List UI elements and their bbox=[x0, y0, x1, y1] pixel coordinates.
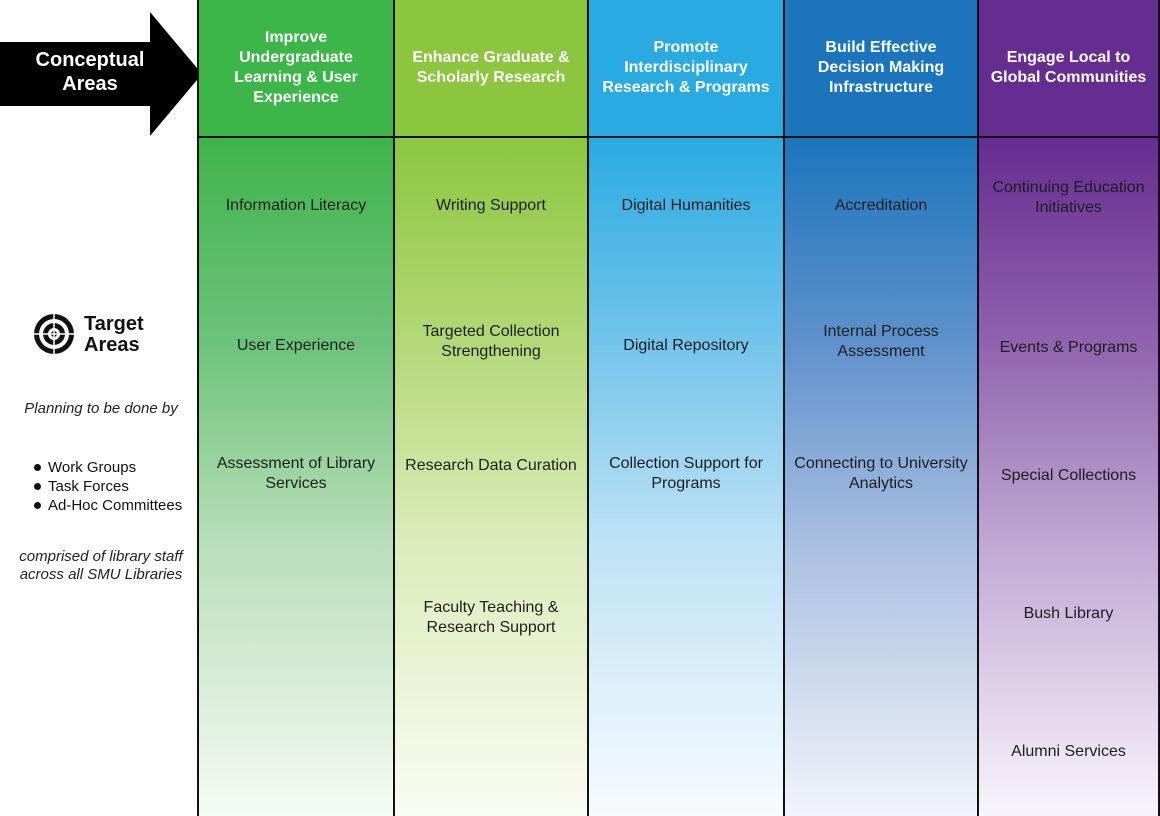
target-area-item: Accreditation bbox=[834, 197, 928, 214]
target-area-item: Information Literacy bbox=[225, 197, 367, 214]
target-area-item: Bush Library bbox=[1023, 605, 1114, 622]
column-decision-making: Build Effective Decision Making Infrastr… bbox=[783, 0, 977, 816]
column-communities: Engage Local to Global Communities Conti… bbox=[977, 0, 1160, 816]
target-area-item: Continuing Education Initiatives bbox=[992, 179, 1145, 216]
column-body: Continuing Education Initiatives Events … bbox=[979, 138, 1158, 816]
target-areas-label: Target Areas bbox=[84, 313, 144, 356]
column-body: Accreditation Internal Process Assessmen… bbox=[785, 138, 977, 816]
target-area-item: Assessment of Library Services bbox=[216, 455, 376, 492]
column-header: Enhance Graduate & Scholarly Research bbox=[395, 0, 587, 138]
target-area-item: Digital Repository bbox=[623, 337, 749, 354]
target-area-item: Digital Humanities bbox=[621, 197, 751, 214]
column-undergraduate-learning: Improve Undergraduate Learning & User Ex… bbox=[197, 0, 393, 816]
target-area-item: Internal Process Assessment bbox=[823, 323, 939, 360]
column-header: Engage Local to Global Communities bbox=[979, 0, 1158, 138]
column-body: Information Literacy User Experience Ass… bbox=[199, 138, 393, 816]
column-body: Digital Humanities Digital Repository Co… bbox=[589, 138, 783, 816]
list-item: Ad-Hoc Committees bbox=[34, 496, 194, 515]
target-area-item: Events & Programs bbox=[999, 339, 1138, 356]
column-header: Improve Undergraduate Learning & User Ex… bbox=[199, 0, 393, 138]
planning-text: Planning to be done by bbox=[24, 400, 178, 417]
conceptual-areas-label: Conceptual Areas bbox=[35, 49, 145, 95]
list-item: Work Groups bbox=[34, 458, 194, 477]
planning-groups-list: Work Groups Task Forces Ad-Hoc Committee… bbox=[34, 458, 194, 515]
list-item: Task Forces bbox=[34, 477, 194, 496]
target-area-item: Collection Support for Programs bbox=[609, 455, 763, 492]
target-area-item: Connecting to University Analytics bbox=[794, 455, 968, 492]
target-icon bbox=[32, 312, 76, 356]
target-area-item: User Experience bbox=[236, 337, 356, 354]
target-area-item: Faculty Teaching & Research Support bbox=[423, 599, 559, 636]
column-graduate-research: Enhance Graduate & Scholarly Research Wr… bbox=[393, 0, 587, 816]
target-area-item: Writing Support bbox=[436, 197, 546, 214]
column-body: Writing Support Targeted Collection Stre… bbox=[395, 138, 587, 816]
column-header: Promote Interdisciplinary Research & Pro… bbox=[589, 0, 783, 138]
target-area-item: Special Collections bbox=[1000, 467, 1137, 484]
column-header: Build Effective Decision Making Infrastr… bbox=[785, 0, 977, 138]
target-area-item: Research Data Curation bbox=[405, 457, 577, 474]
column-interdisciplinary: Promote Interdisciplinary Research & Pro… bbox=[587, 0, 783, 816]
comprised-text: comprised of library staff across all SM… bbox=[19, 548, 183, 583]
target-areas-legend: Target Areas bbox=[24, 312, 174, 356]
target-area-item: Targeted Collection Strengthening bbox=[422, 323, 560, 360]
target-area-item: Alumni Services bbox=[1011, 743, 1126, 760]
arrow-right-icon bbox=[0, 12, 202, 136]
